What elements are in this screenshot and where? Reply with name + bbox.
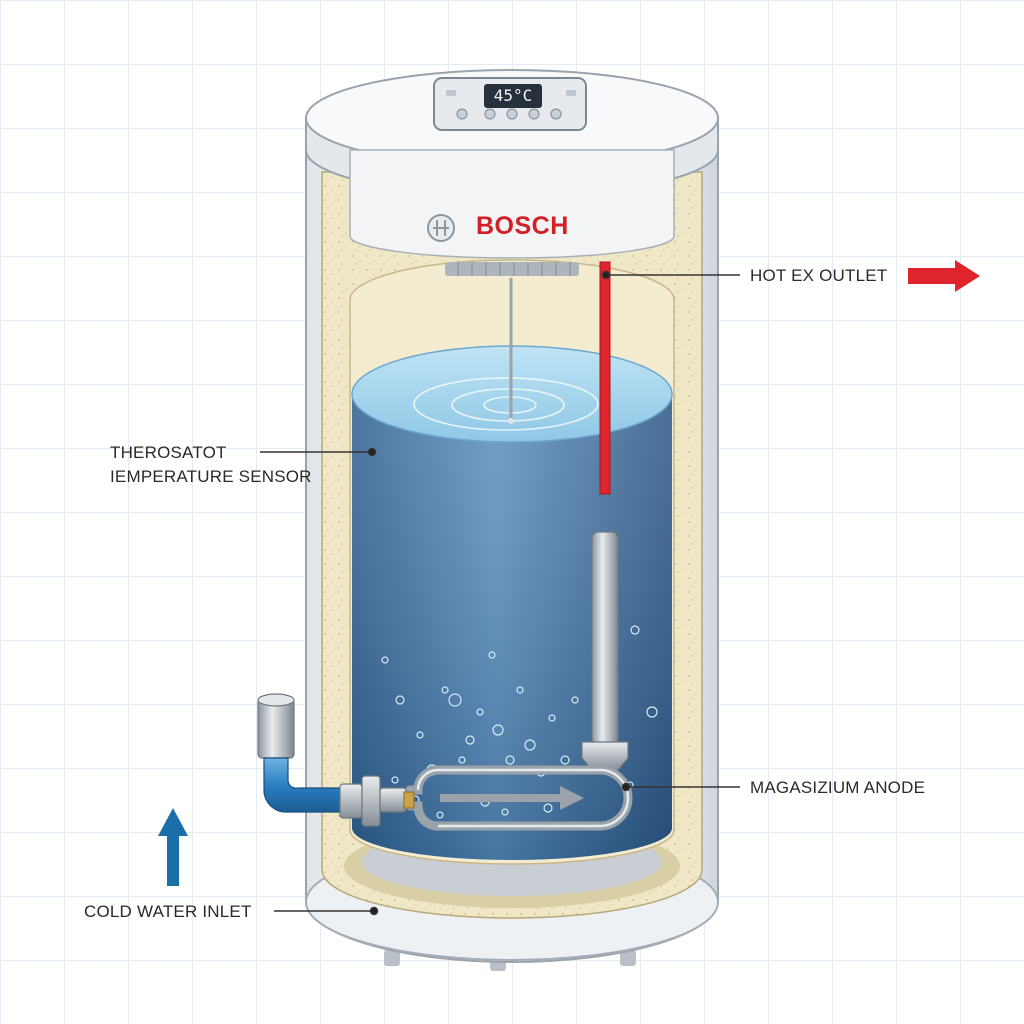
temperature-display: 45°C	[493, 86, 533, 105]
control-panel	[433, 77, 587, 131]
arrow-right-icon	[908, 260, 980, 292]
thermostat-label-line1: THEROSATOT	[110, 443, 227, 462]
magnesium-anode	[581, 531, 629, 771]
hot-outlet-pipe	[599, 261, 611, 495]
callout-leaders	[260, 270, 740, 916]
brand-name: BOSCH	[476, 212, 569, 240]
cold-inlet-pipe	[257, 693, 415, 827]
cold-inlet-label-text: COLD WATER INLET	[84, 902, 252, 921]
thermostat-probe	[508, 278, 514, 424]
heating-element	[405, 765, 633, 831]
arrow-up-icon	[158, 808, 188, 886]
bosch-armature-logo	[427, 214, 455, 242]
cold-inlet-label: COLD WATER INLET	[84, 900, 252, 924]
hot-outlet-label-text: HOT EX OUTLET	[750, 266, 888, 285]
anode-label-text: MAGASIZIUM ANODE	[750, 778, 926, 797]
thermostat-label-line2: IEMPERATURE SENSOR	[110, 467, 312, 486]
thermostat-label: THEROSATOT IEMPERATURE SENSOR	[110, 441, 312, 489]
hot-outlet-label: HOT EX OUTLET	[750, 264, 887, 288]
anode-label: MAGASIZIUM ANODE	[750, 776, 925, 800]
